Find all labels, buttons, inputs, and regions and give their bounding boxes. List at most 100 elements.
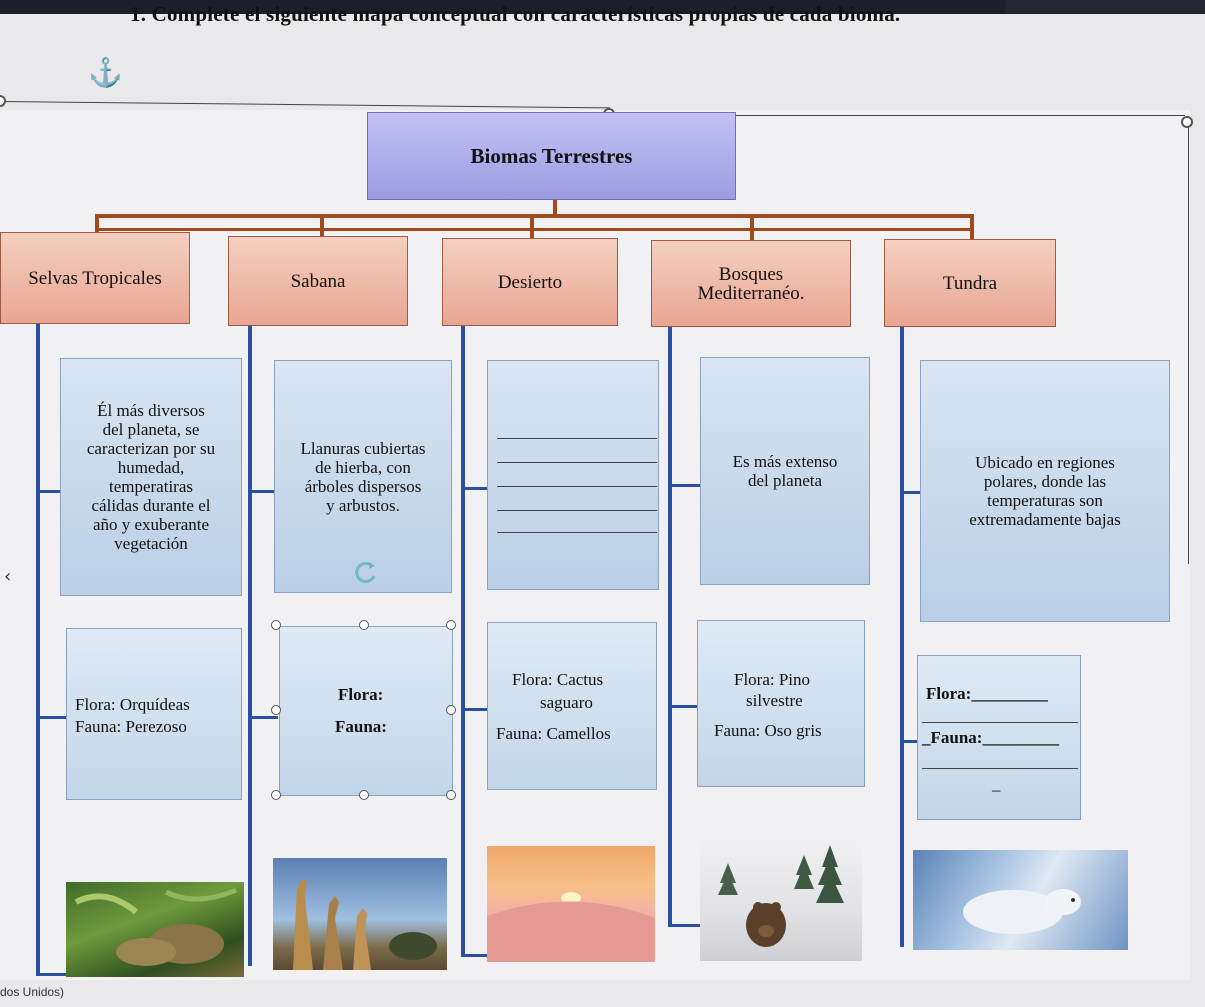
- description-line: del planeta: [747, 471, 823, 490]
- selection-handle[interactable]: [446, 620, 456, 630]
- connector-blue: [248, 326, 252, 966]
- selection-handle[interactable]: [1181, 116, 1193, 128]
- bear-trees-figure: [718, 845, 844, 947]
- connector-drop: [750, 214, 754, 240]
- dash-mark: –: [992, 780, 1001, 799]
- selection-handle[interactable]: [271, 620, 281, 630]
- selection-handle[interactable]: [359, 620, 369, 630]
- connector-blue-h: [36, 973, 76, 976]
- biome-node-bosques[interactable]: Bosques Mediterranéo.: [651, 240, 851, 327]
- description-line: y arbustos.: [326, 495, 400, 515]
- fauna-label[interactable]: _Fauna:_________: [922, 728, 1059, 747]
- description-bosques[interactable]: Es más extenso del planeta: [700, 357, 870, 585]
- flora-fauna-selvas[interactable]: Flora: Orquídeas Fauna: Perezoso: [66, 628, 242, 800]
- fauna-label: Fauna: Camellos: [496, 724, 611, 743]
- selection-handle[interactable]: [271, 705, 281, 715]
- answer-blank-line[interactable]: [922, 722, 1078, 723]
- connector-blue-h: [248, 490, 274, 493]
- sun-dune-figure: [487, 892, 655, 962]
- selection-handle[interactable]: [0, 95, 6, 107]
- description-line: temperaturas son: [987, 491, 1103, 510]
- connector-blue: [36, 324, 40, 974]
- refresh-icon[interactable]: [352, 560, 380, 584]
- description-sabana[interactable]: Llanuras cubiertas de hierba, con árbole…: [274, 360, 452, 593]
- selection-handle[interactable]: [271, 790, 281, 800]
- connector-blue-h: [461, 708, 487, 711]
- connector-bar: [95, 214, 974, 218]
- connector-blue: [668, 327, 672, 927]
- rainforest-photo: [66, 882, 244, 977]
- connector-drop: [530, 214, 534, 238]
- description-line: árboles dispersos: [304, 476, 422, 496]
- flora-label: Flora: Cactus: [512, 670, 604, 689]
- chevron-left-icon[interactable]: ‹: [4, 566, 12, 587]
- forest-photo: [700, 833, 862, 961]
- description-line: de hierba, con: [315, 457, 411, 477]
- biome-node-sabana[interactable]: Sabana: [228, 236, 408, 326]
- description-line: extremadamente bajas: [969, 510, 1121, 529]
- flora-fauna-desierto[interactable]: Flora: Cactus saguaro Fauna: Camellos: [487, 622, 657, 790]
- fauna-label: Fauna: Perezoso: [75, 717, 187, 736]
- window-top-bar-right: [1005, 0, 1205, 14]
- connector-blue-h: [36, 490, 60, 493]
- description-line: año y exuberante: [92, 515, 210, 534]
- selection-handle[interactable]: [446, 790, 456, 800]
- flora-label: Flora:: [338, 685, 384, 704]
- description-line: Él más diversos: [97, 401, 205, 420]
- answer-blank-line[interactable]: [922, 768, 1078, 769]
- anchor-icon: ⚓: [88, 58, 123, 89]
- description-tundra[interactable]: Ubicado en regiones polares, donde las t…: [920, 360, 1170, 622]
- flora-label: Flora: Pino: [734, 670, 811, 689]
- fauna-label: Fauna: Oso gris: [714, 721, 822, 740]
- status-bar-language[interactable]: dos Unidos): [0, 985, 65, 999]
- savanna-photo: [273, 858, 447, 970]
- biome-node-desierto[interactable]: Desierto: [442, 238, 618, 326]
- question-heading: 1. Complete el siguiente mapa conceptual…: [130, 2, 901, 26]
- description-selvas[interactable]: Él más diversos del planeta, se caracter…: [60, 358, 242, 596]
- flora-fauna-tundra[interactable]: Flora:_________ _Fauna:_________ –: [917, 655, 1081, 820]
- connector-blue-h: [668, 705, 698, 708]
- flora-label[interactable]: Flora:_________: [926, 684, 1048, 703]
- answer-blank-line[interactable]: [497, 532, 657, 533]
- answer-blank-line[interactable]: [497, 462, 657, 463]
- description-line: Es más extenso: [732, 452, 838, 471]
- connector-blue-h: [900, 491, 920, 494]
- selection-handle[interactable]: [446, 705, 456, 715]
- connector-drop: [95, 214, 99, 234]
- connector-bar-2: [95, 228, 974, 231]
- answer-blank-line[interactable]: [497, 486, 657, 487]
- connector-blue-h: [900, 740, 918, 743]
- description-line: Ubicado en regiones: [975, 453, 1115, 472]
- selection-handle[interactable]: [359, 790, 369, 800]
- description-desierto[interactable]: [487, 360, 659, 590]
- flora-label-cont: silvestre: [746, 691, 803, 710]
- biome-node-tundra[interactable]: Tundra: [884, 239, 1056, 327]
- selection-border-top-right: [610, 115, 1185, 116]
- window-top-bar: [0, 0, 1205, 14]
- description-line: cálidas durante el: [91, 496, 211, 515]
- connector-blue-h: [36, 716, 66, 719]
- connector-root: [553, 200, 557, 217]
- biome-node-selvas[interactable]: Selvas Tropicales: [0, 232, 190, 324]
- answer-blank-line[interactable]: [497, 510, 657, 511]
- connector-blue: [461, 326, 465, 956]
- tundra-photo: [913, 850, 1128, 950]
- flora-fauna-bosques[interactable]: Flora: Pino silvestre Fauna: Oso gris: [697, 620, 865, 787]
- description-line: del planeta, se: [102, 420, 200, 439]
- connector-blue-h: [461, 954, 487, 957]
- connector-blue-h: [668, 484, 700, 487]
- connector-drop: [970, 214, 974, 240]
- description-line: Llanuras cubiertas: [300, 438, 426, 458]
- connector-blue-h: [668, 924, 700, 927]
- root-node[interactable]: Biomas Terrestres: [367, 112, 736, 200]
- giraffes-figure: [293, 878, 437, 970]
- flora-fauna-sabana[interactable]: Flora: Fauna:: [279, 626, 453, 796]
- fauna-label: Fauna:: [335, 717, 387, 736]
- connector-drop: [320, 214, 324, 238]
- description-line: temperatiras: [108, 477, 193, 496]
- flora-label: Flora: Orquídeas: [75, 695, 190, 714]
- answer-blank-line[interactable]: [497, 438, 657, 439]
- description-line: vegetación: [114, 534, 188, 553]
- flora-label-cont: saguaro: [540, 693, 593, 712]
- connector-blue: [900, 327, 904, 947]
